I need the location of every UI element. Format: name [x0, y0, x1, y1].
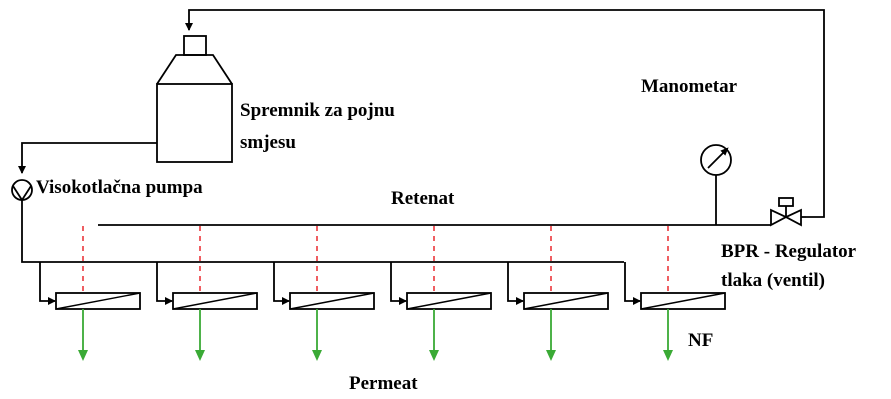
- permeate-arrow-icon: [195, 350, 205, 361]
- membrane-line: [172, 292, 258, 310]
- permeate-arrow-icon: [546, 350, 556, 361]
- bpr-label-line2: tlaka (ventil): [721, 270, 825, 291]
- feed-tank: [156, 35, 233, 163]
- permeate-arrow-icon: [429, 350, 439, 361]
- permeate-arrow-icon: [78, 350, 88, 361]
- pump-label: Visokotlačna pumpa: [36, 177, 203, 198]
- membrane-line: [289, 292, 375, 310]
- module-feed-branch: [507, 262, 524, 305]
- membrane-modules: [39, 226, 726, 361]
- feed-line: [18, 142, 157, 174]
- feed-tank-label-line1: Spremnik za pojnu: [240, 100, 395, 121]
- bpr-valve-icon: [770, 197, 806, 227]
- pressure-gauge-icon: [700, 144, 732, 225]
- module-feed-branch: [390, 262, 407, 305]
- membrane-line: [640, 292, 726, 310]
- module-feed-branch: [156, 262, 173, 305]
- nf-label: NF: [688, 330, 714, 351]
- feed-header: [21, 200, 624, 263]
- feed-tank-label-line2: smjesu: [240, 132, 296, 153]
- permeate-arrow-icon: [312, 350, 322, 361]
- module-feed-branch: [273, 262, 290, 305]
- module-feed-branch: [39, 262, 56, 305]
- bpr-label-line1: BPR - Regulator: [721, 241, 857, 262]
- permeate-label: Permeat: [349, 373, 418, 394]
- pump-icon: [11, 179, 33, 202]
- recycle-line: [185, 9, 825, 218]
- retentate-label: Retenat: [391, 188, 455, 209]
- module-feed-branch: [624, 262, 641, 305]
- membrane-line: [523, 292, 609, 310]
- membrane-line: [55, 292, 141, 310]
- membrane-line: [406, 292, 492, 310]
- pressure-gauge-label: Manometar: [641, 76, 738, 97]
- permeate-arrow-icon: [663, 350, 673, 361]
